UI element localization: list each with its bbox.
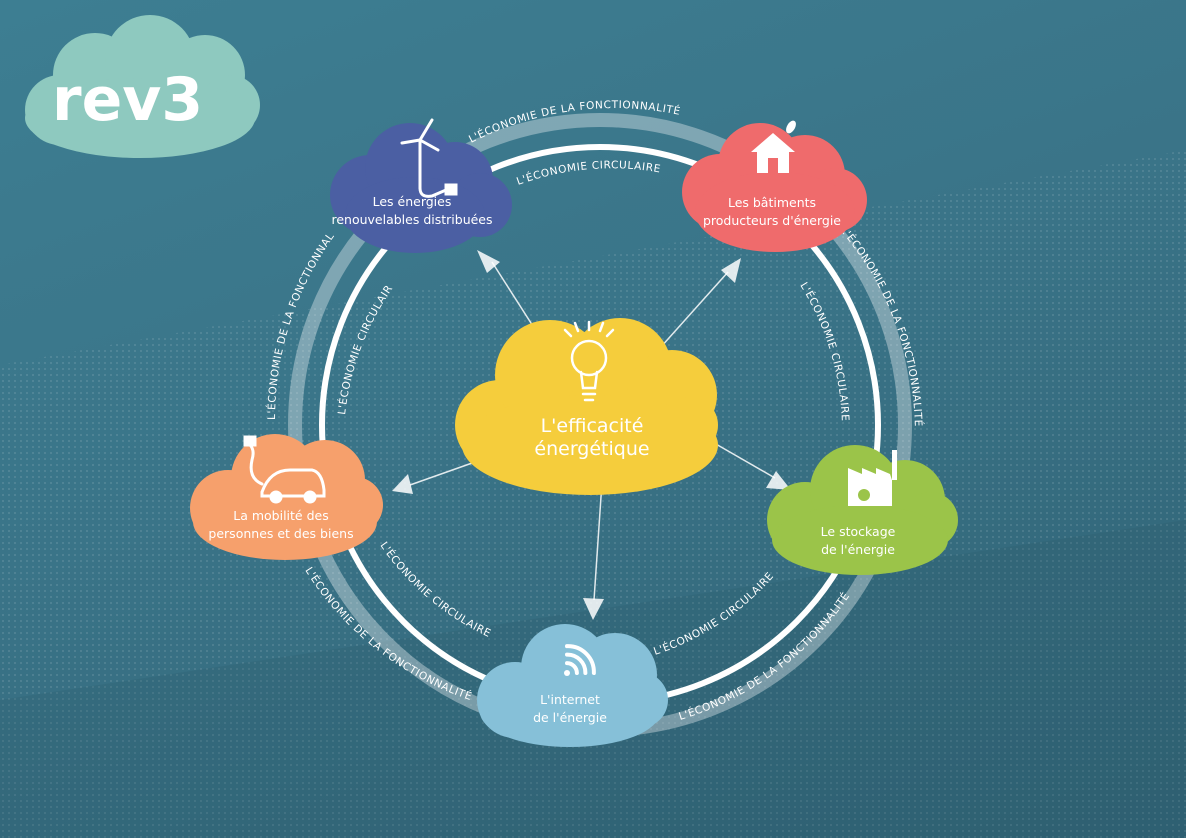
arrow-heads <box>392 250 791 620</box>
cloud-center <box>455 318 718 495</box>
label-storage-line-2: de l'énergie <box>821 542 895 557</box>
label-storage-line-1: Le stockage <box>821 524 896 539</box>
label-buildings-line-1: Les bâtiments <box>728 195 816 210</box>
arrowhead-buildings <box>721 258 741 283</box>
house-leaf-icon <box>751 120 796 173</box>
logo-text: rev3 <box>52 65 203 135</box>
cloud-lobe <box>462 395 718 495</box>
arrowhead-renewables <box>477 250 500 273</box>
label-renewables-line-2: renouvelables distribuées <box>331 212 492 227</box>
arrowhead-storage <box>766 471 791 490</box>
cloud-lobe <box>480 677 660 747</box>
cloud-lobe <box>193 484 377 560</box>
lightbulb-icon <box>563 320 615 402</box>
label-renewables-line-1: Les énergies <box>373 194 452 209</box>
arrowhead-mobility <box>392 474 413 494</box>
arrow-mobility <box>409 461 476 486</box>
cloud-lobe <box>25 78 255 158</box>
label-renewables: Les énergies renouvelables distribuées <box>331 194 492 227</box>
arrow-internet <box>593 481 603 601</box>
label-buildings-line-2: producteurs d'énergie <box>703 213 841 228</box>
cloud-renewables <box>330 123 512 253</box>
arrowhead-internet <box>583 598 604 620</box>
factory-leaf-icon <box>848 450 897 506</box>
electric-car-icon <box>243 435 326 504</box>
label-internet: L'internet de l'énergie <box>533 692 607 725</box>
label-internet-line-2: de l'énergie <box>533 710 607 725</box>
center-label: L'efficacité énergétique <box>534 415 649 460</box>
cloud-internet <box>477 624 668 747</box>
label-mobility-line-1: La mobilité des <box>233 508 328 523</box>
logo-cloud <box>25 15 260 158</box>
wifi-icon <box>564 644 596 676</box>
label-mobility: La mobilité des personnes et des biens <box>208 508 353 541</box>
cloud-lobe <box>345 177 485 253</box>
label-storage: Le stockage de l'énergie <box>821 524 896 557</box>
rev3-logo: rev3 <box>25 15 260 158</box>
center-label-line-1: L'efficacité <box>541 415 644 437</box>
wind-turbine-plug-icon <box>400 118 458 198</box>
ring-label-inner-top: L'ÉCONOMIE CIRCULAIRE <box>515 159 662 188</box>
label-mobility-line-2: personnes et des biens <box>208 526 353 541</box>
label-buildings: Les bâtiments producteurs d'énergie <box>703 195 841 228</box>
arrow-buildings <box>659 271 729 349</box>
label-internet-line-1: L'internet <box>540 692 600 707</box>
cloud-lobe <box>772 505 948 575</box>
center-label-line-2: énergétique <box>534 438 649 460</box>
cloud-lobe <box>695 172 855 252</box>
